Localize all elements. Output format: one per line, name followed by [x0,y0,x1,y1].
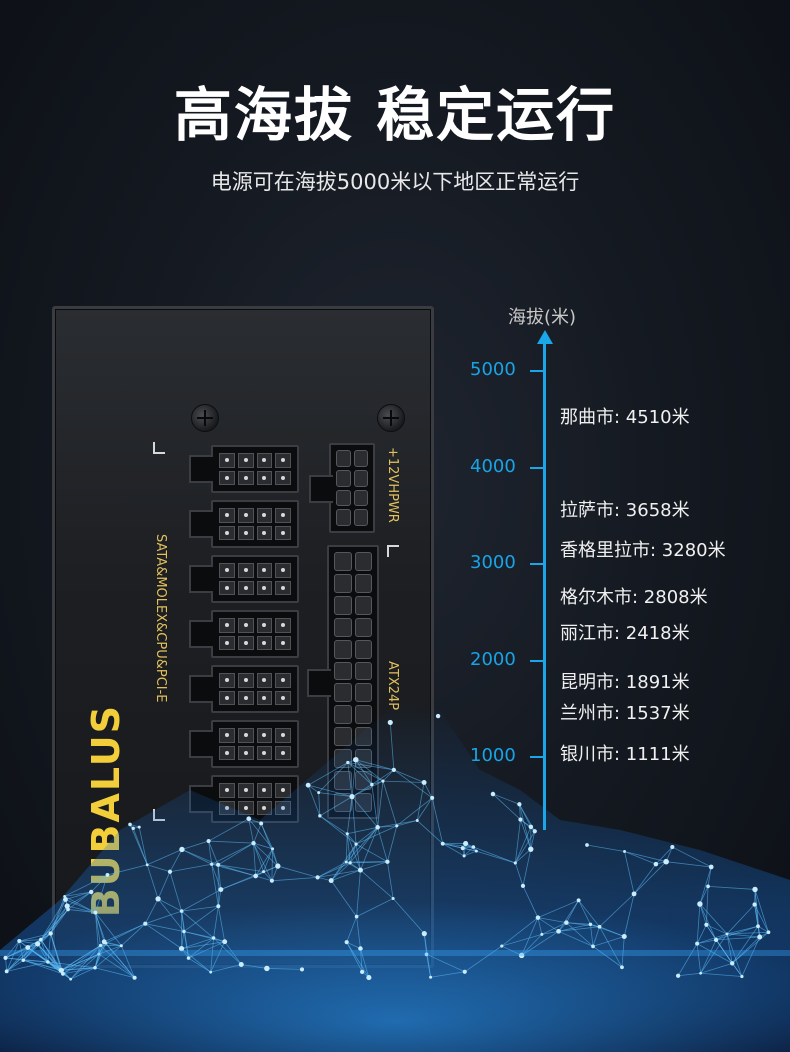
socket-latch [189,730,213,758]
modular-socket [211,610,299,658]
axis-tick [530,756,544,758]
sata-molex-cpu-pcie-label: SATA&MOLEX&CPU&PCI-E [153,534,168,703]
socket-latch [189,675,213,703]
city-altitude-label: 兰州市: 1537米 [560,703,690,724]
city-altitude-label: 昆明市: 1891米 [560,672,690,693]
page-title: 高海拔 稳定运行 [173,81,617,149]
city-altitude-label: 香格里拉市: 3280米 [560,540,726,561]
hpwr-socket [329,443,375,533]
axis-tick [530,563,544,565]
modular-socket [211,555,299,603]
modular-socket [211,665,299,713]
bracket-mark [387,545,399,557]
modular-socket [211,720,299,768]
altitude-axis [543,340,546,830]
city-altitude-label: 拉萨市: 3658米 [560,500,690,521]
tick-label-2000: 2000 [470,649,516,670]
axis-arrow-icon [537,330,553,344]
hpwr-latch [309,475,333,503]
city-altitude-label: 那曲市: 4510米 [560,407,690,428]
modular-socket [211,445,299,493]
axis-tick [530,467,544,469]
axis-tick [530,660,544,662]
network-mountain-graphic [0,700,790,1052]
socket-latch [189,455,213,483]
city-altitude-label: 银川市: 1111米 [560,744,690,765]
city-altitude-label: 丽江市: 2418米 [560,623,690,644]
axis-tick [530,370,544,372]
tick-label-1000: 1000 [470,745,516,766]
socket-latch [189,565,213,593]
axis-title: 海拔(米) [508,307,577,328]
socket-latch [189,620,213,648]
hpwr-label: +12VHPWR [385,447,400,523]
bracket-mark [153,442,165,454]
screw-icon [377,404,405,432]
tick-label-4000: 4000 [470,456,516,477]
modular-socket [211,500,299,548]
tick-label-3000: 3000 [470,552,516,573]
tick-label-5000: 5000 [470,359,516,380]
city-altitude-label: 格尔木市: 2808米 [560,587,708,608]
screw-icon [191,404,219,432]
page-subtitle: 电源可在海拔5000米以下地区正常运行 [210,170,580,194]
socket-latch [189,510,213,538]
atx24p-label: ATX24P [385,661,400,711]
atx-latch [307,669,331,697]
